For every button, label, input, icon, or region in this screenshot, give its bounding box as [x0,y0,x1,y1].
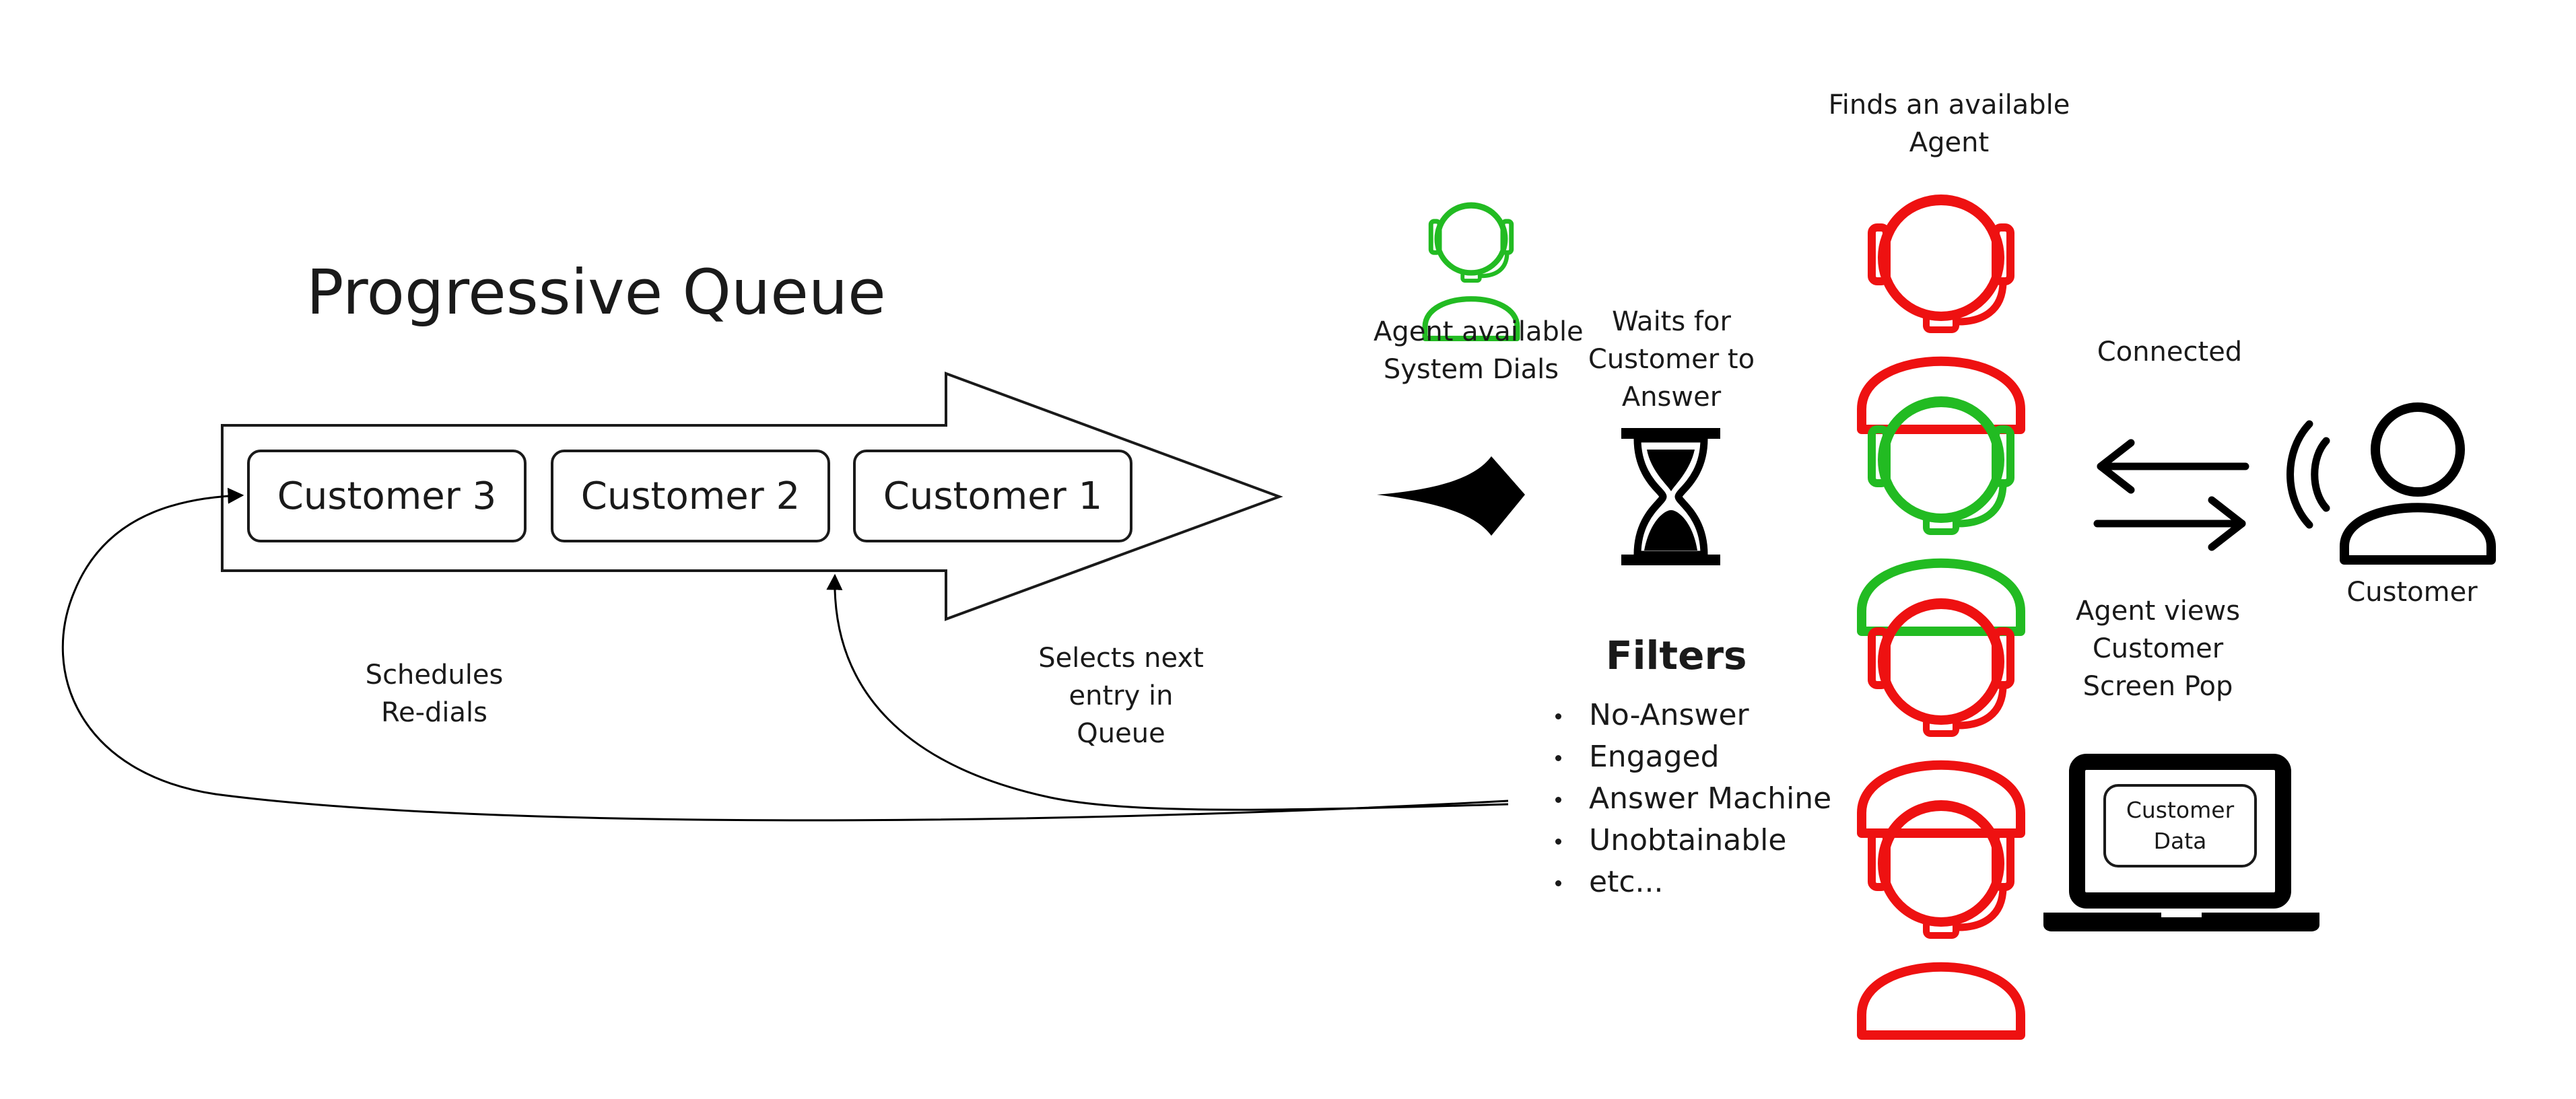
filter-list: No-Answer Engaged Answer Machine Unobtai… [1549,695,1831,903]
laptop-icon [2043,754,2319,931]
filter-item: Unobtainable [1549,820,1831,861]
connected-label: Connected [2097,336,2243,367]
filter-item: Answer Machine [1549,778,1831,820]
finds-agent-label: Finds an available Agent [1828,90,2070,158]
agent-available-label: Agent available System Dials [1374,316,1584,385]
selects-next-label: Selects next entry in Queue [1038,643,1204,749]
filter-item: No-Answer [1549,695,1831,736]
agent-icon-busy-1 [1862,199,2021,429]
queue-item-customer-2: Customer 2 [551,450,830,542]
redial-curve [61,487,1509,822]
screen-pop-customer-data: Customer Data [2103,784,2257,867]
agent-views-label: Agent views Customer Screen Pop [2075,596,2241,702]
queue-item-customer-1: Customer 1 [853,450,1132,542]
hourglass-icon [1621,428,1720,565]
dial-arrow-icon [1377,456,1525,536]
calling-customer-icon [2286,402,2496,565]
filter-item: Engaged [1549,736,1831,778]
agent-icon-available [1862,401,2021,631]
next-entry-curve [826,573,1509,811]
filters-title: Filters [1606,633,1747,678]
customer-label: Customer [2346,577,2478,608]
filter-item: etc... [1549,861,1831,903]
agent-icon-busy-3 [1862,805,2021,1035]
agent-icon-busy-2 [1862,603,2021,833]
queue-item-customer-3: Customer 3 [247,450,527,542]
schedules-label: Schedules Re-dials [365,660,504,728]
exchange-arrows-icon [2093,439,2249,551]
waits-label: Waits for Customer to Answer [1588,306,1755,413]
page-title: Progressive Queue [306,256,886,328]
